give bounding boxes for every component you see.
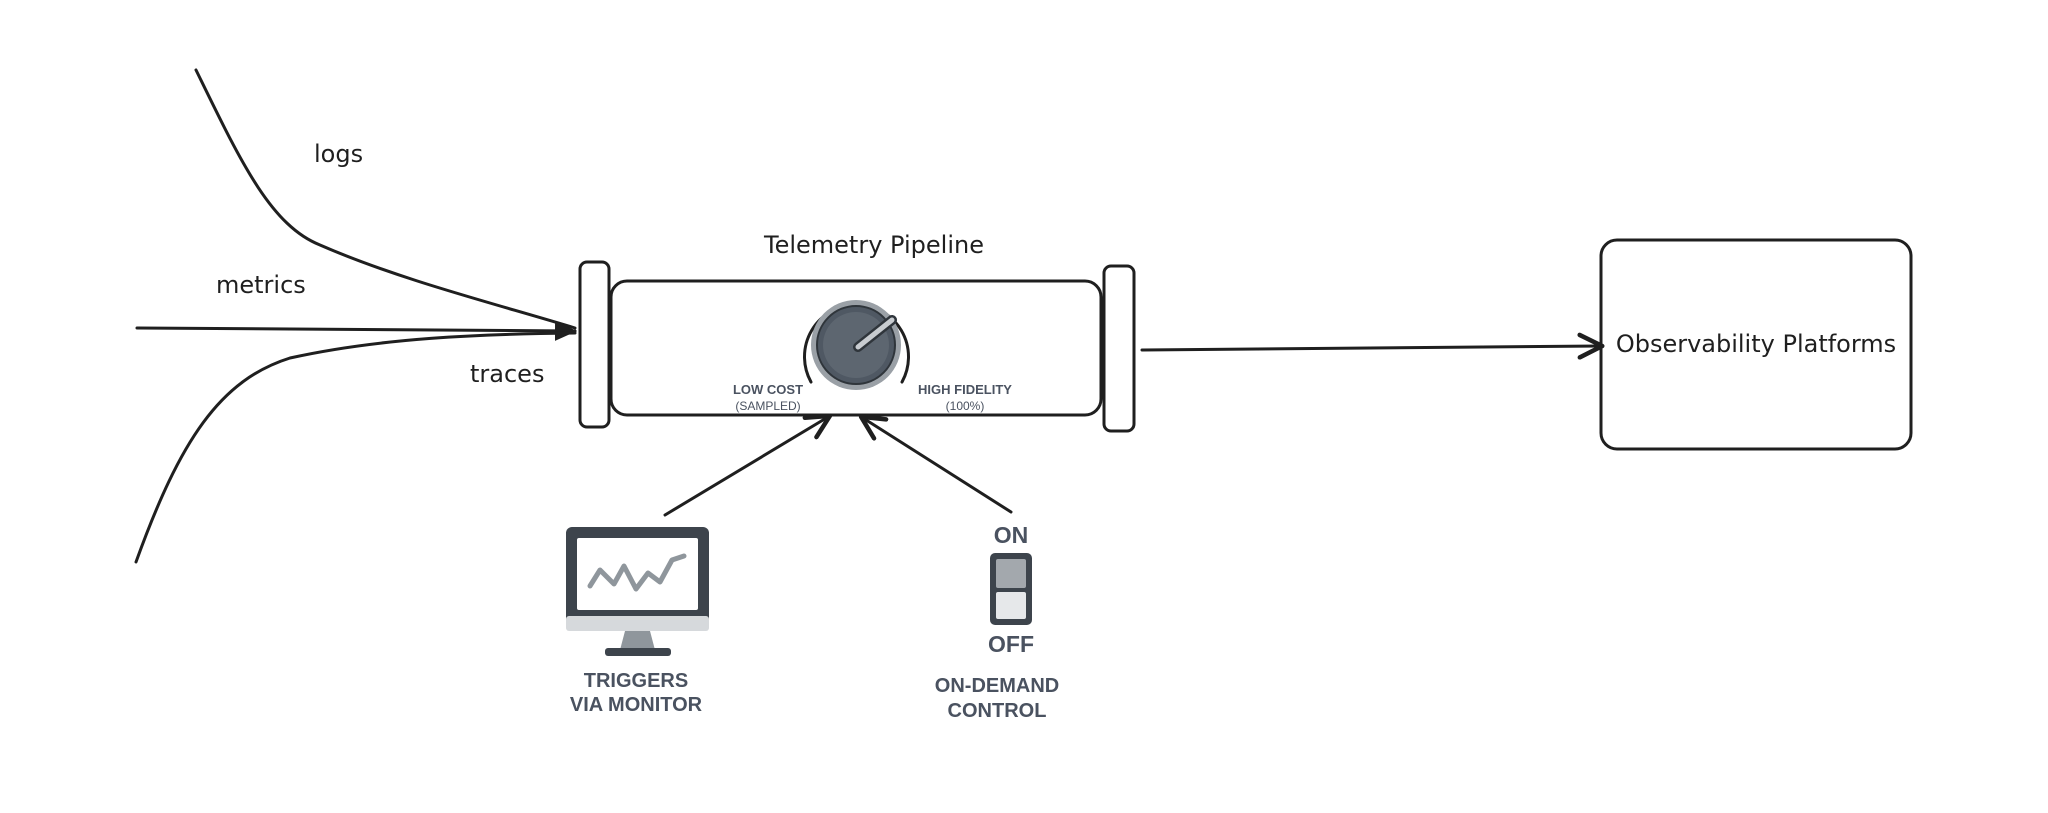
monitor-label-line2: VIA MONITOR: [570, 694, 703, 716]
logs-stream-line: [194, 68, 577, 330]
destination-box: [1599, 238, 1913, 451]
switch-on-label: ON: [994, 522, 1029, 548]
pipeline-left-flange: [578, 260, 611, 429]
monitor-arrow: [663, 413, 833, 517]
fidelity-knob[interactable]: [803, 300, 910, 390]
logs-label: logs: [314, 140, 363, 168]
pipeline-title: Telemetry Pipeline: [763, 231, 984, 259]
destination-label: Observability Platforms: [1616, 330, 1896, 358]
pipeline-right-flange: [1102, 264, 1136, 433]
metrics-stream-line: [135, 320, 577, 341]
pipeline-body: [609, 279, 1103, 417]
knob-indicator-highlight: [855, 317, 895, 350]
monitor-label-line1: TRIGGERS: [584, 670, 688, 692]
toggle-switch-icon[interactable]: [990, 553, 1032, 625]
knob-low-label: LOW COST: [733, 382, 803, 397]
metrics-label: metrics: [216, 271, 306, 299]
knob-high-label: HIGH FIDELITY: [918, 382, 1012, 397]
traces-label: traces: [470, 360, 544, 388]
knob-high-sub: (100%): [946, 399, 985, 413]
switch-label-line2: CONTROL: [948, 700, 1047, 722]
output-arrow: [1140, 332, 1605, 360]
monitor-chart-icon: [566, 527, 709, 656]
traces-stream-line: [134, 331, 577, 564]
switch-arrow: [858, 414, 1013, 514]
switch-label-line1: ON-DEMAND: [935, 675, 1059, 697]
knob-low-sub: (SAMPLED): [735, 399, 800, 413]
switch-off-label: OFF: [988, 631, 1034, 657]
